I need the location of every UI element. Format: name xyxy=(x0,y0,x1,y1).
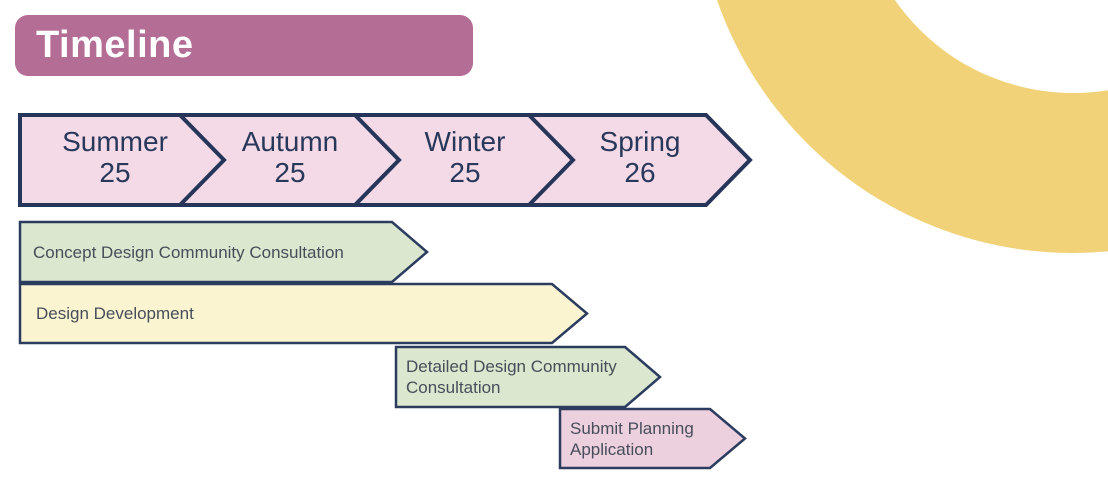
season-label-spring: Spring 26 xyxy=(560,126,720,188)
season-year: 25 xyxy=(274,157,306,188)
task-bar-concept-design-consultation xyxy=(18,220,429,284)
season-name: Summer xyxy=(62,126,168,157)
season-separator xyxy=(353,113,402,207)
task-label-concept-design-consultation: Concept Design Community Consultation xyxy=(33,242,344,262)
season-year: 25 xyxy=(449,157,481,188)
task-bar-submit-planning-application xyxy=(558,407,747,470)
season-year: 25 xyxy=(99,157,131,188)
season-year: 26 xyxy=(624,157,656,188)
season-label-autumn: Autumn 25 xyxy=(210,126,370,188)
season-separator xyxy=(527,113,576,207)
season-name: Winter xyxy=(424,126,506,157)
header-banner xyxy=(15,15,473,76)
task-label-submit-planning-application: Submit Planning Application xyxy=(570,418,694,459)
task-label-design-development: Design Development xyxy=(36,304,194,323)
task-bar-design-development xyxy=(18,282,589,345)
decorative-arc xyxy=(717,0,1108,253)
page-title: Timeline xyxy=(36,24,194,66)
season-separator xyxy=(178,113,227,207)
task-bar-detailed-design-consultation xyxy=(394,345,662,409)
season-label-winter: Winter 25 xyxy=(385,126,545,188)
season-name: Spring xyxy=(599,126,681,157)
season-label-summer: Summer 25 xyxy=(35,126,195,188)
season-name: Autumn xyxy=(241,126,339,157)
task-label-detailed-design-consultation: Detailed Design Community Consultation xyxy=(406,357,617,397)
